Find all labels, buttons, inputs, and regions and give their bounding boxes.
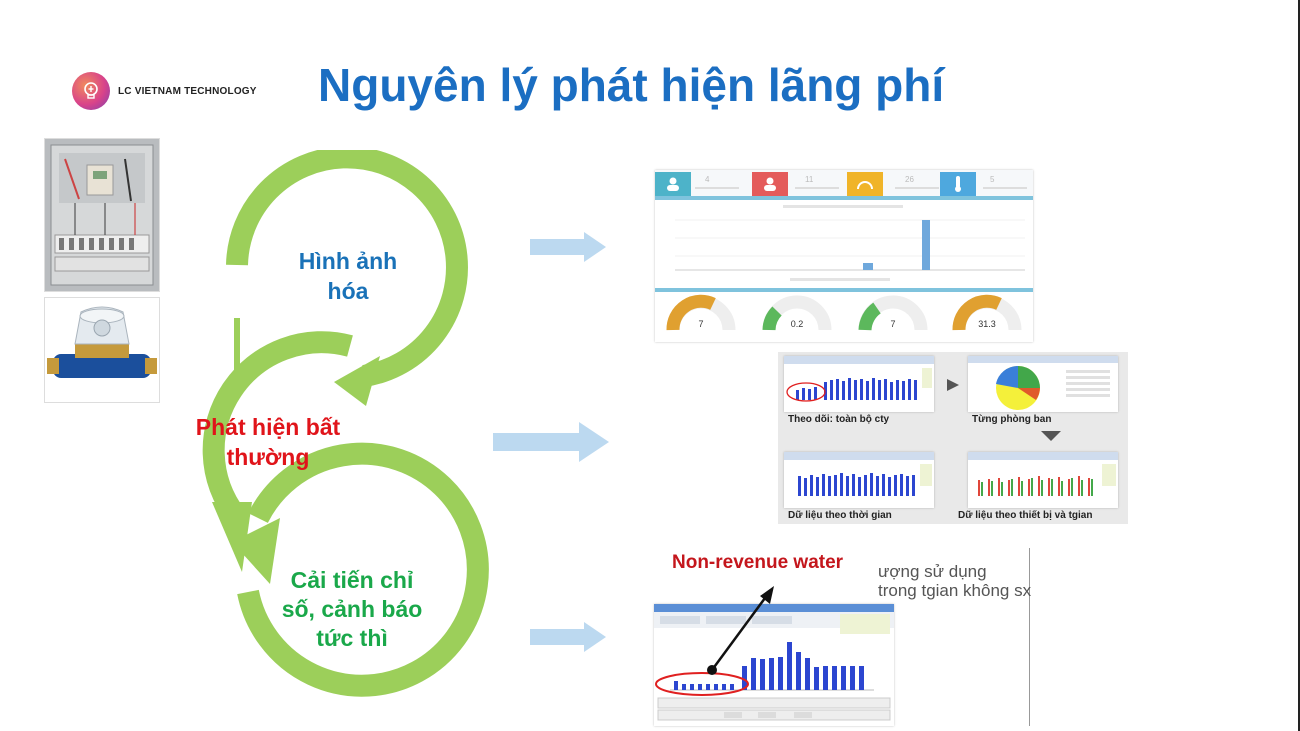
usage-note-line2: trong tgian không sx <box>878 581 1032 600</box>
lightbulb-icon <box>72 72 110 110</box>
nrw-label: Non-revenue water <box>672 552 844 573</box>
arrow-right-icon <box>530 232 606 262</box>
caption-department: Từng phòng ban <box>972 414 1052 425</box>
mini-chart-company <box>784 356 934 412</box>
gauge-value: 7 <box>698 319 703 329</box>
cycle-step-detect: Phát hiện bất thường <box>173 412 363 472</box>
cycle-arrowhead-middle <box>212 502 252 572</box>
gauge-value: 0.2 <box>791 319 804 329</box>
arrow-right-icon <box>947 379 959 391</box>
cycle-step-improve-line3: tức thì <box>316 625 388 651</box>
gauge: 7 <box>858 295 928 331</box>
cycle-step-detect-line2: thường <box>226 444 310 470</box>
electrical-cabinet-photo <box>44 138 160 292</box>
usage-note-line1: ượng sử dụng <box>878 562 987 581</box>
cycle-arrowhead-top <box>334 356 380 406</box>
cycle-step-improve: Cải tiến chỉ số, cảnh báo tức thì <box>268 566 436 653</box>
right-edge-rule <box>1298 0 1300 731</box>
company-logo: LC VIETNAM TECHNOLOGY <box>72 72 257 110</box>
mini-pie-department <box>968 356 1118 412</box>
cycle-ring-bottom <box>237 442 489 697</box>
chart-bar <box>863 263 873 270</box>
nrw-chart-screenshot <box>654 604 894 726</box>
cycle-step-visualize: Hình ảnh hóa <box>268 246 428 306</box>
stat-card-value: 26 <box>905 175 914 184</box>
pointer-arrow <box>707 586 774 675</box>
arrow-down-icon <box>1041 431 1061 441</box>
logo-text: LC VIETNAM TECHNOLOGY <box>118 85 257 97</box>
caption-device-time: Dữ liệu theo thiết bị và tgian <box>958 510 1093 521</box>
cycle-ring-middle <box>202 331 353 523</box>
cycle-step-improve-line1: Cải tiến chỉ <box>290 567 414 593</box>
dashboard-screenshot: 4 11 26 5 7 0.2 <box>655 170 1033 342</box>
divider <box>1029 548 1030 726</box>
arrow-right-icon <box>493 422 609 462</box>
water-meter-photo <box>44 297 160 403</box>
gauge-value: 31.3 <box>978 319 996 329</box>
stat-card-value: 11 <box>805 175 814 184</box>
stat-card-icon <box>847 172 883 196</box>
cycle-step-visualize-line1: Hình ảnh <box>298 248 398 274</box>
arrow-right-icon <box>530 622 606 652</box>
caption-time: Dữ liệu theo thời gian <box>788 510 892 521</box>
mini-chart-time <box>784 452 934 508</box>
cycle-diagram <box>202 150 489 697</box>
cycle-step-visualize-line2: hóa <box>327 278 369 304</box>
caption-company: Theo dõi: toàn bộ cty <box>788 414 890 425</box>
chart-bar <box>922 220 930 270</box>
gauge: 31.3 <box>952 294 1022 331</box>
cycle-step-improve-line2: số, cảnh báo <box>281 596 423 622</box>
mini-chart-device-time <box>968 452 1118 508</box>
usage-note: ượng sử dụng trong tgian không sx <box>878 562 1031 600</box>
cycle-arrowhead-bottom <box>232 518 280 584</box>
gauge: 0.2 <box>762 295 832 331</box>
stat-card-value: 5 <box>990 175 995 184</box>
stat-card-value: 4 <box>705 175 710 184</box>
analysis-screenshots: Theo dõi: toàn bộ cty Từng phòng ban <box>778 352 1128 524</box>
page-title: Nguyên lý phát hiện lãng phí <box>318 59 945 111</box>
cycle-step-detect-line1: Phát hiện bất <box>195 414 341 440</box>
cycle-ring-top <box>226 150 468 387</box>
gauge-value: 7 <box>890 319 895 329</box>
gauge: 7 <box>666 294 736 331</box>
